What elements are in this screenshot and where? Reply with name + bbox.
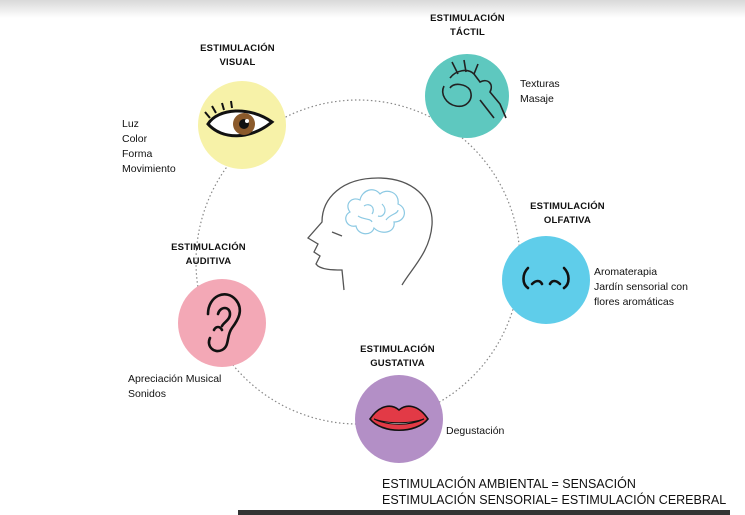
list-item: Jardín sensorial con	[594, 281, 688, 293]
lips-icon	[369, 405, 429, 431]
bottom-bar	[238, 510, 730, 515]
footer-line-2: ESTIMULACIÓN SENSORIAL= ESTIMULACIÓN CER…	[382, 493, 727, 507]
nose-icon	[522, 266, 570, 290]
footer-line-1: ESTIMULACIÓN AMBIENTAL = SENSACIÓN	[382, 477, 636, 491]
tactil-title: ESTIMULACIÓN TÁCTIL	[430, 13, 505, 38]
gustativa-items: Degustación	[446, 424, 504, 439]
hand-touch-icon	[441, 59, 507, 119]
list-item: Masaje	[520, 93, 554, 105]
auditiva-title: ESTIMULACIÓN AUDITIVA	[171, 242, 246, 267]
list-item: Luz	[122, 118, 139, 130]
auditiva-items: Apreciación Musical Sonidos	[128, 372, 221, 402]
ear-icon	[206, 293, 242, 353]
list-item: Texturas	[520, 78, 560, 90]
list-item: Movimiento	[122, 163, 176, 175]
head-brain-icon	[306, 177, 433, 291]
list-item: Aromaterapia	[594, 266, 658, 278]
list-item: Forma	[122, 148, 153, 160]
list-item: Color	[122, 133, 148, 145]
footer-equations: ESTIMULACIÓN AMBIENTAL = SENSACIÓN ESTIM…	[382, 476, 726, 508]
visual-items: Luz Color Forma Movimiento	[122, 117, 176, 177]
eye-icon	[204, 100, 275, 138]
visual-title: ESTIMULACIÓN VISUAL	[200, 43, 275, 68]
olfativa-title: ESTIMULACIÓN OLFATIVA	[530, 201, 605, 226]
list-item: Sonidos	[128, 388, 166, 400]
olfativa-circle	[502, 236, 590, 324]
tactil-circle	[425, 54, 509, 138]
tactil-items: Texturas Masaje	[520, 77, 560, 107]
list-item: Apreciación Musical	[128, 373, 222, 385]
list-item: Degustación	[446, 425, 505, 437]
gustativa-title: ESTIMULACIÓN GUSTATIVA	[360, 344, 435, 369]
top-shadow-bar	[0, 0, 745, 18]
auditiva-circle	[178, 279, 266, 367]
olfativa-items: Aromaterapia Jardín sensorial con flores…	[594, 265, 688, 310]
list-item: flores aromáticas	[594, 296, 674, 308]
